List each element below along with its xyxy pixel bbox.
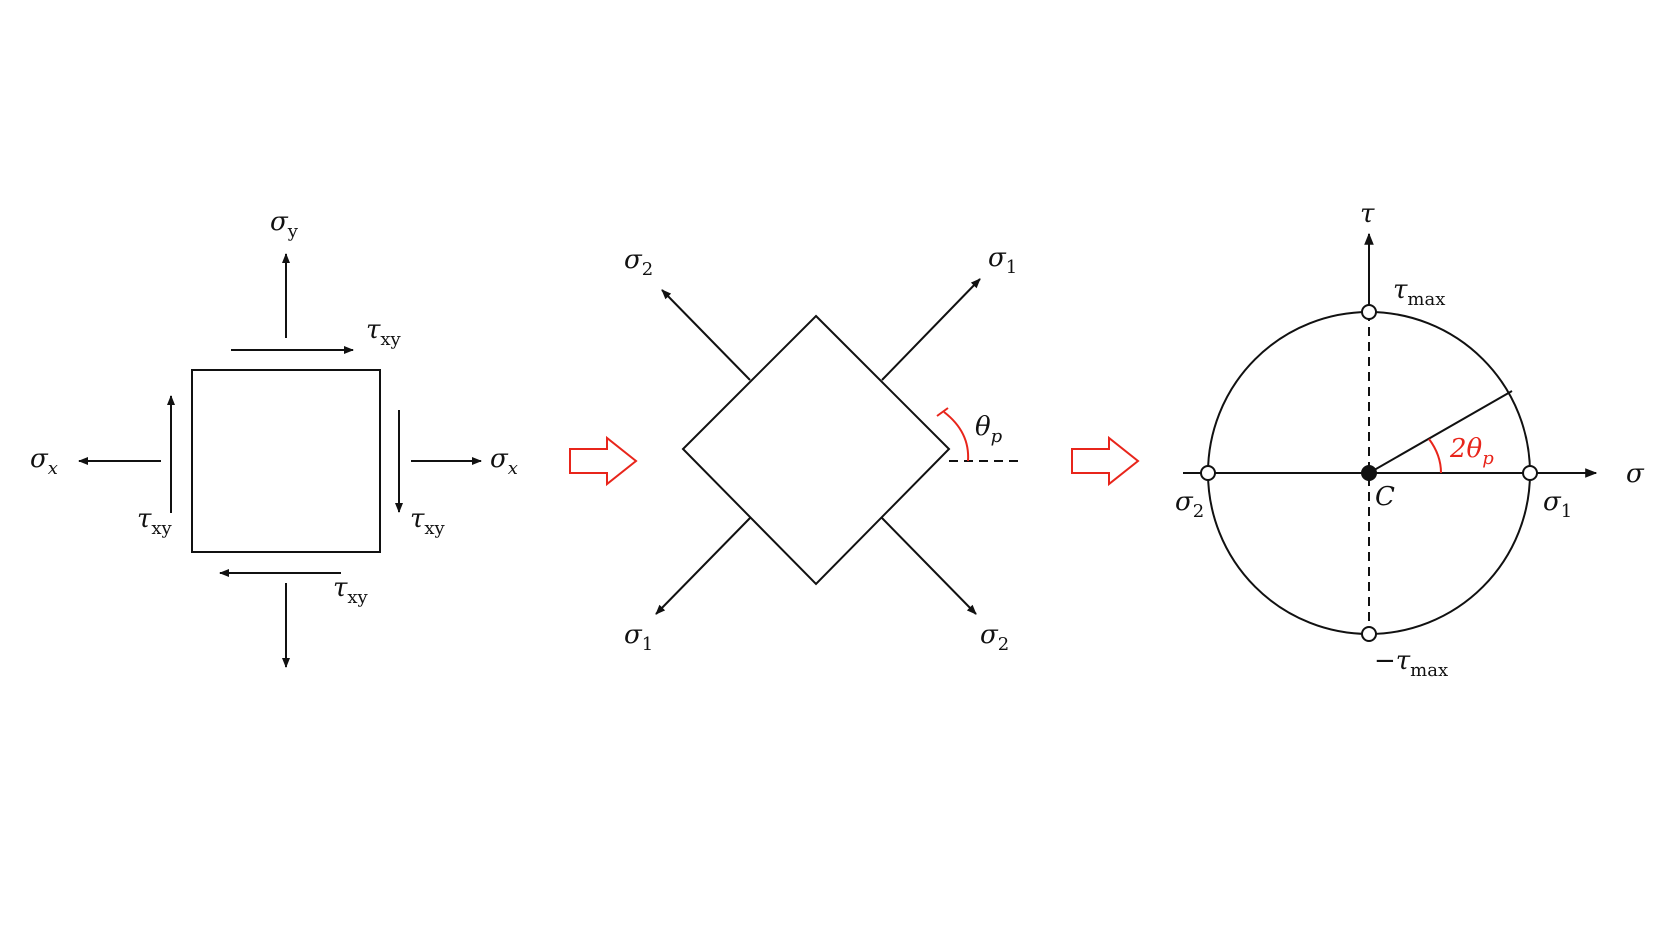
- center-label: C: [1375, 482, 1395, 512]
- sigma-x-right-label: σx: [490, 444, 518, 479]
- theta-p-label: θp: [975, 412, 1003, 447]
- tau-top-label: τxy: [366, 315, 402, 350]
- transform-arrow-2: [1071, 435, 1140, 487]
- stress-element-panel: [78, 253, 482, 668]
- tau-max-point: [1361, 304, 1377, 320]
- sigma1-arrow-bottom: [655, 517, 751, 615]
- tau-left-label: τxy: [137, 504, 173, 539]
- sigma-axis-label: σ: [1626, 459, 1645, 489]
- rotated-element-panel: [655, 278, 1022, 615]
- sigma2-label: σ2: [1175, 487, 1204, 522]
- theta-arc-tick: [936, 407, 949, 417]
- neg-tau-max-point: [1361, 626, 1377, 642]
- sigma2-point: [1200, 465, 1216, 481]
- sigma1-bottom-label: σ1: [624, 620, 653, 655]
- tau-right-label: τxy: [410, 504, 446, 539]
- stress-element-labels: σy τxy σx σx τxy τxy τxy: [30, 207, 518, 608]
- sigma1-point: [1522, 465, 1538, 481]
- tau-bottom-label: τxy: [333, 573, 369, 608]
- two-theta-radius: [1368, 390, 1513, 474]
- mohr-circle-panel: [1183, 232, 1598, 642]
- stress-element-square: [191, 369, 381, 553]
- two-theta-label: 2θp: [1449, 434, 1494, 469]
- sigma-y-label: σy: [270, 207, 299, 242]
- mohr-circle-labels: τ σ C τmax −τmax σ1 σ2 2θp: [1175, 199, 1645, 681]
- tau-axis-label: τ: [1360, 199, 1375, 229]
- sigma2-arrow-top: [661, 289, 751, 381]
- sigma1-top-label: σ1: [988, 243, 1017, 278]
- sigma2-arrow-bottom: [881, 517, 977, 615]
- sigma1-arrow-top: [881, 278, 981, 381]
- neg-tau-max-label: −τmax: [1374, 646, 1448, 681]
- rotated-element-diamond: [681, 314, 951, 586]
- sigma2-top-label: σ2: [624, 245, 653, 280]
- sigma2-bottom-label: σ2: [980, 620, 1009, 655]
- theta-arc: [943, 411, 970, 462]
- center-point: [1361, 465, 1377, 481]
- rotated-element-labels: σ1 σ2 σ1 σ2 θp: [624, 243, 1017, 655]
- transform-arrow-1: [569, 435, 638, 487]
- sigma-x-left-label: σx: [30, 444, 58, 479]
- two-theta-arc: [1428, 438, 1442, 474]
- sigma1-label: σ1: [1543, 487, 1572, 522]
- tau-max-label: τmax: [1393, 275, 1445, 310]
